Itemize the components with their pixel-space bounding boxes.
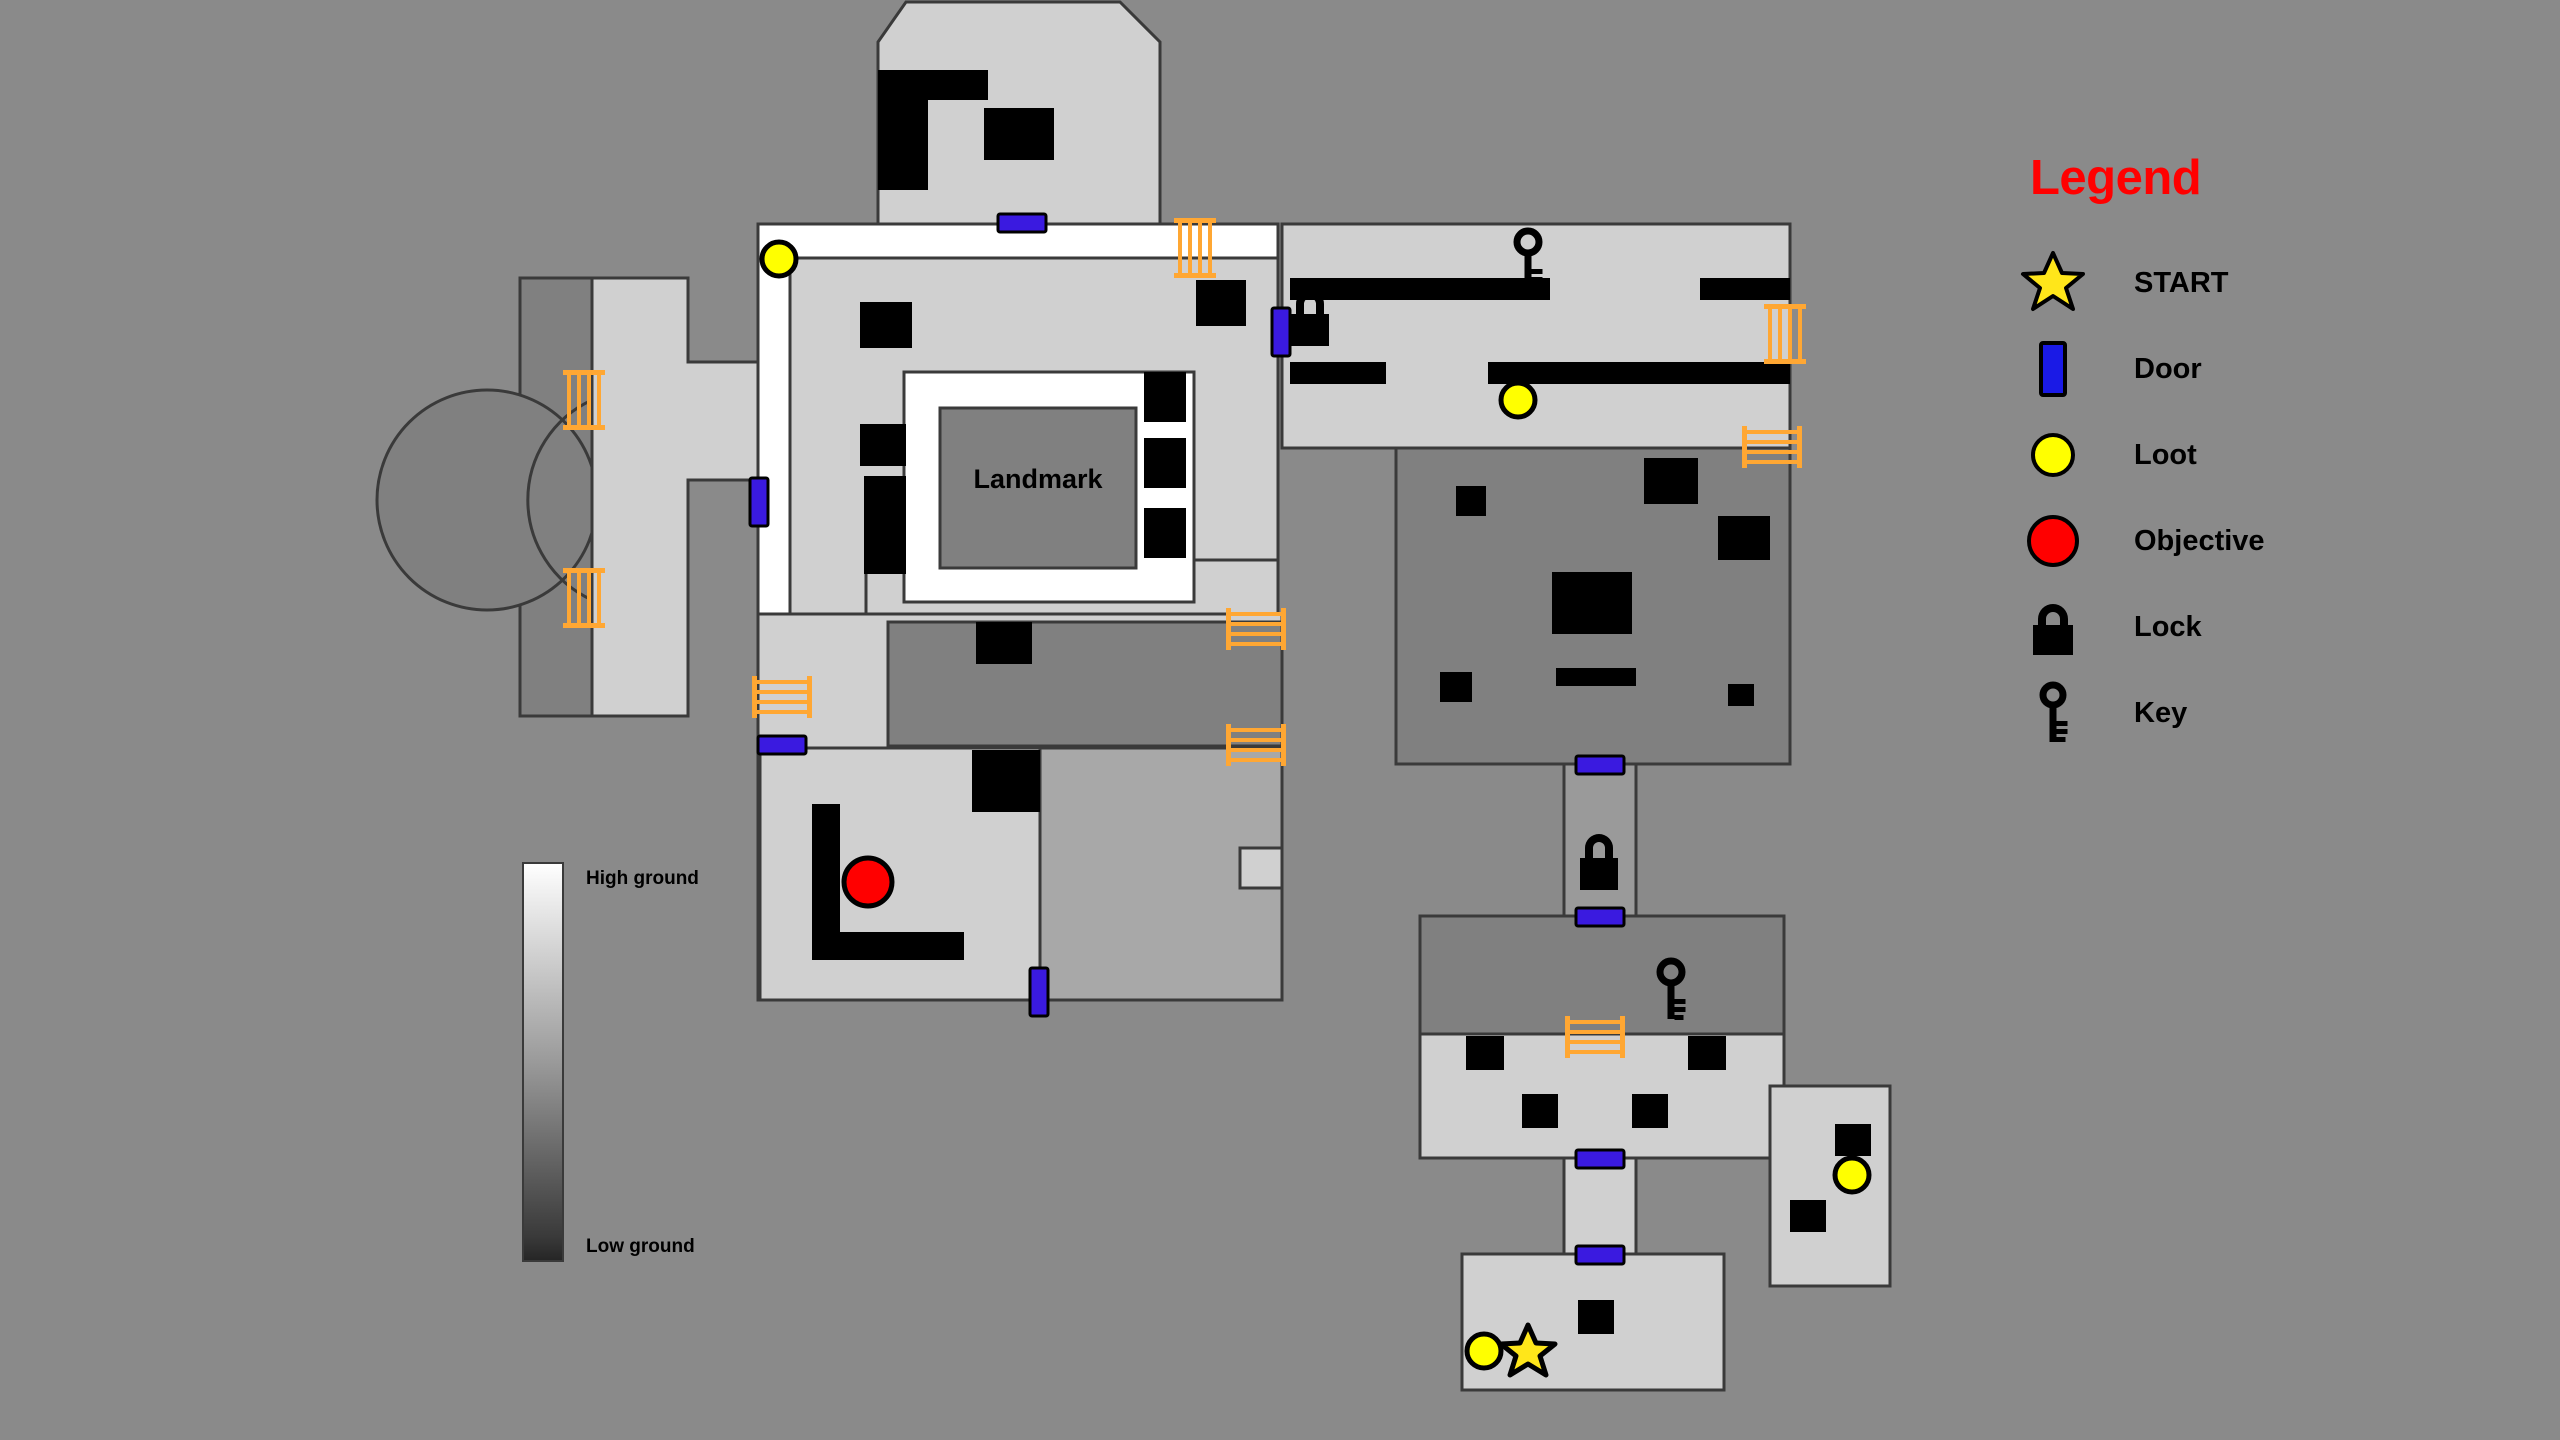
- door-start-room-north[interactable]: [1574, 1244, 1626, 1266]
- lock-icon: [2010, 591, 2096, 663]
- legend-label-objective: Objective: [2134, 524, 2265, 557]
- connector-corridor-south: [1562, 1156, 1638, 1256]
- east-corridor: [1280, 222, 1792, 450]
- high-ground-label: High ground: [586, 868, 699, 889]
- star-icon: [2010, 247, 2096, 319]
- door-icon: [2010, 333, 2096, 405]
- key-room: [1418, 914, 1786, 1036]
- elevation-gradient-bar: [522, 862, 564, 1262]
- door-pillar-room-south[interactable]: [1574, 1148, 1626, 1170]
- loot-main-building: [759, 239, 799, 279]
- main-building-south: [756, 612, 1284, 1002]
- legend-label-loot: Loot: [2134, 438, 2197, 471]
- rotunda-structure: [375, 276, 762, 718]
- legend-panel: Legend START Door Loot: [2010, 150, 2430, 756]
- objective-icon: [2010, 505, 2096, 577]
- door-south-ext-bottom[interactable]: [1028, 966, 1050, 1018]
- legend-row-door: Door: [2010, 326, 2430, 412]
- east-dark-room: [1394, 446, 1792, 766]
- legend-row-objective: Objective: [2010, 498, 2430, 584]
- legend-row-key: Key: [2010, 670, 2430, 756]
- legend-row-lock: Lock: [2010, 584, 2430, 670]
- loot-side-room: [1832, 1155, 1872, 1195]
- elevation-scale: High ground Low ground: [522, 862, 762, 1262]
- top-building: [876, 0, 1162, 226]
- key-icon: [2010, 677, 2096, 749]
- loot-start-room: [1464, 1331, 1504, 1371]
- legend-row-loot: Loot: [2010, 412, 2430, 498]
- door-top-building[interactable]: [996, 212, 1048, 234]
- loot-icon: [2010, 419, 2096, 491]
- legend-label-start: START: [2134, 266, 2229, 299]
- door-east-corridor-west[interactable]: [1270, 306, 1292, 358]
- landmark-label: Landmark: [973, 464, 1103, 494]
- objective-marker: [841, 855, 895, 909]
- low-ground-label: Low ground: [586, 1236, 695, 1257]
- start-room: [1460, 1252, 1726, 1392]
- legend-title: Legend: [2030, 151, 2202, 205]
- door-south-ext-west[interactable]: [756, 734, 808, 756]
- legend-label-door: Door: [2134, 352, 2202, 385]
- door-west-corridor[interactable]: [748, 476, 770, 528]
- door-dark-room-south[interactable]: [1574, 754, 1626, 776]
- legend-label-key: Key: [2134, 696, 2188, 729]
- loot-east-corridor: [1498, 380, 1538, 420]
- legend-row-start: START: [2010, 240, 2430, 326]
- side-loot-room: [1768, 1084, 1892, 1288]
- door-key-room-north[interactable]: [1574, 906, 1626, 928]
- main-building: Landmark: [756, 222, 1280, 616]
- start-marker: [1498, 1322, 1558, 1378]
- legend-label-lock: Lock: [2134, 610, 2202, 643]
